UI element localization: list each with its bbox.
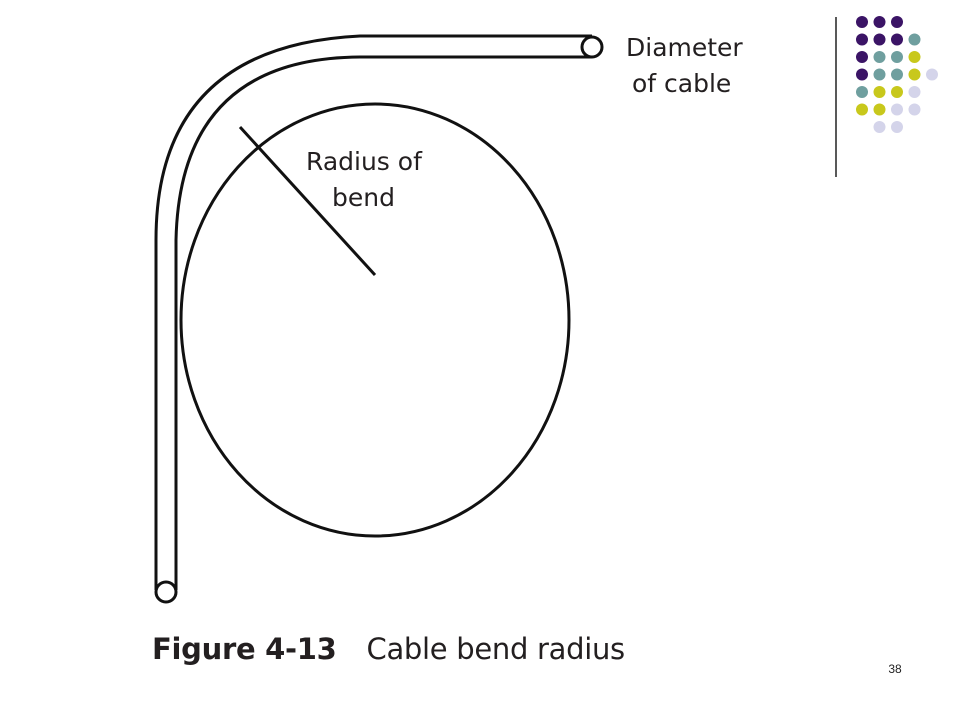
decorative-dot bbox=[908, 51, 921, 63]
decorative-dot bbox=[891, 33, 903, 46]
cable-outer-edge bbox=[154, 34, 592, 590]
label-diameter-line1: Diameter bbox=[626, 33, 743, 62]
decorative-dot bbox=[856, 51, 868, 63]
radius-line bbox=[238, 125, 377, 277]
decorative-dot bbox=[891, 51, 903, 63]
figure-number: Figure 4-13 bbox=[152, 632, 337, 666]
decorative-dot bbox=[856, 16, 868, 28]
decorative-dot bbox=[891, 103, 903, 116]
label-radius: Radius of bend bbox=[306, 147, 430, 212]
decorative-dot bbox=[908, 68, 921, 81]
decorative-dot bbox=[891, 68, 903, 81]
label-radius-line2: bend bbox=[332, 183, 395, 212]
decorative-dot-grid bbox=[856, 16, 938, 133]
decorative-dot bbox=[856, 86, 868, 98]
decorative-dot bbox=[856, 103, 868, 116]
decorative-dot bbox=[873, 16, 886, 28]
decorative-dot bbox=[873, 33, 886, 46]
decorative-dot bbox=[873, 68, 886, 81]
decorative-dot bbox=[908, 103, 921, 116]
label-radius-line1: Radius of bbox=[306, 147, 423, 176]
figure-caption: Figure 4-13 Cable bend radius bbox=[152, 632, 625, 672]
bend-circle bbox=[179, 102, 571, 538]
cable-end-bottom bbox=[154, 580, 178, 604]
decorative-dot bbox=[891, 121, 903, 133]
decorative-dot bbox=[926, 68, 938, 81]
decorative-dot bbox=[908, 33, 921, 46]
cable-inner-edge bbox=[174, 55, 592, 590]
decorative-dot bbox=[891, 16, 903, 28]
decorative-dot bbox=[873, 103, 886, 116]
decorative-dot bbox=[873, 86, 886, 98]
label-diameter: Diameter of cable bbox=[626, 33, 751, 98]
decorative-dot bbox=[908, 86, 921, 98]
cable-end-right bbox=[580, 35, 604, 59]
page-number: 38 bbox=[888, 662, 902, 676]
label-diameter-line2: of cable bbox=[632, 69, 731, 98]
decorative-dot bbox=[891, 86, 903, 98]
figure-title: Cable bend radius bbox=[366, 632, 626, 666]
decorative-dot bbox=[856, 33, 868, 46]
decorative-dot bbox=[873, 121, 886, 133]
decorative-dot bbox=[873, 51, 886, 63]
decorative-dot bbox=[856, 68, 868, 81]
